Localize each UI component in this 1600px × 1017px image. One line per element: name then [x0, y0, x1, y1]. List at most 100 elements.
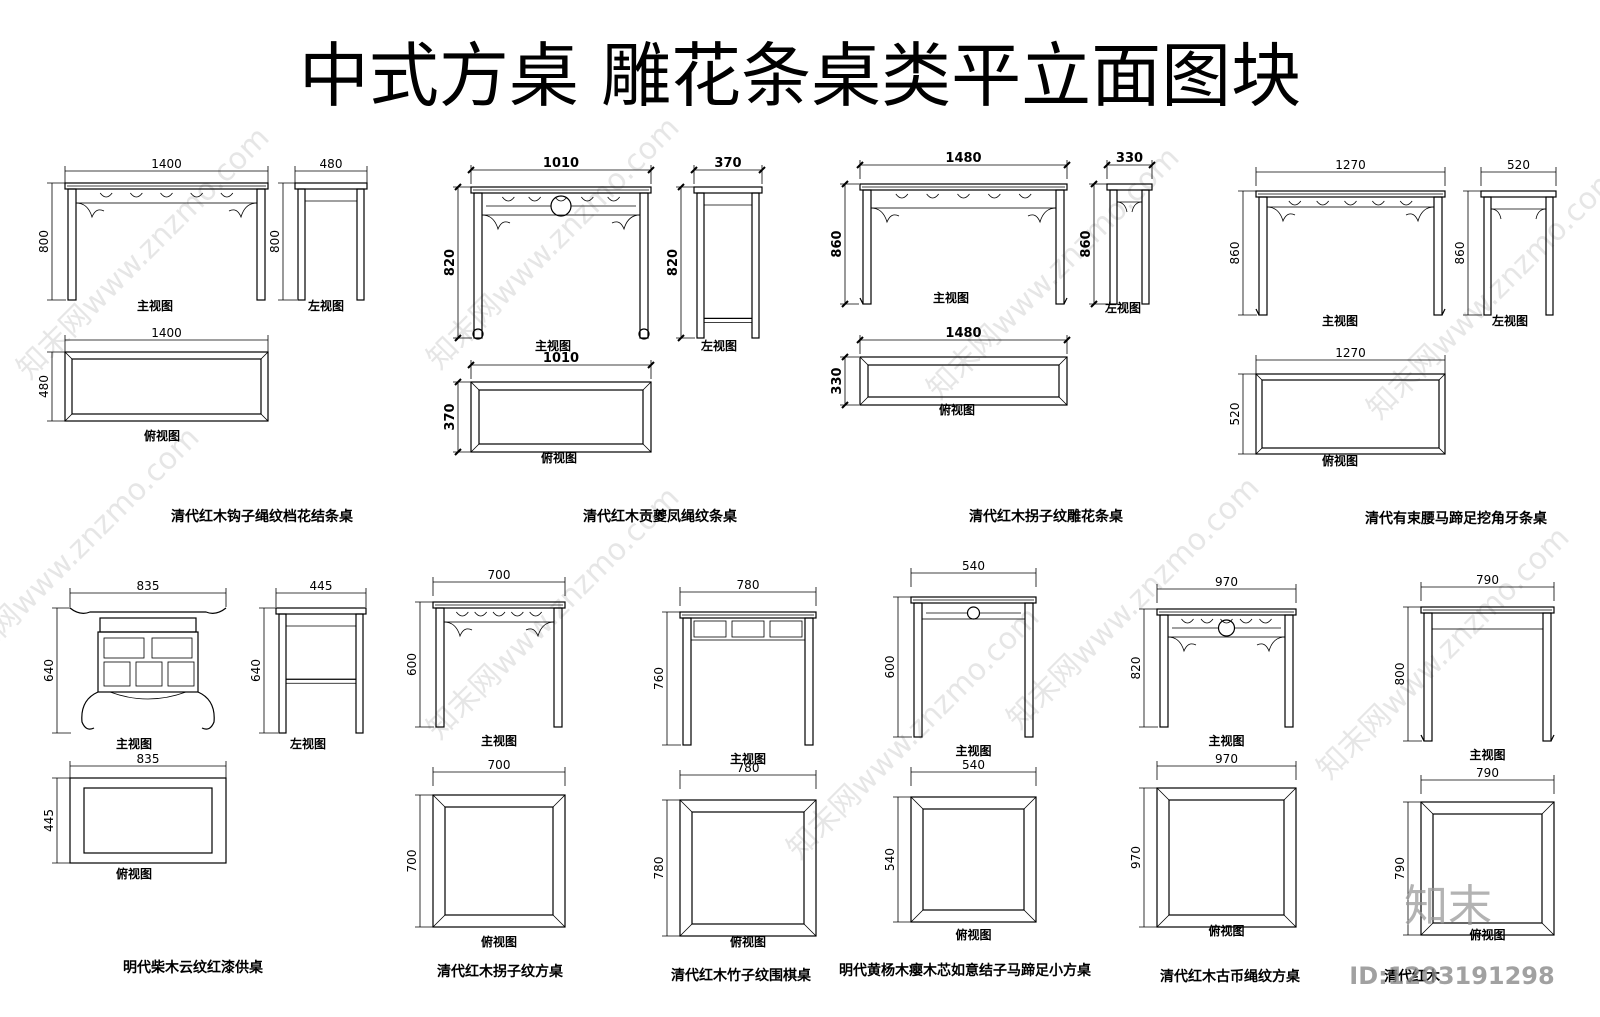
table-top — [275, 607, 367, 615]
top-view-label: 俯视图 — [1469, 927, 1505, 942]
dimension-label: 370 — [443, 403, 458, 430]
dimension-label: 860 — [1453, 242, 1467, 265]
dimension-label: 860 — [830, 230, 845, 257]
top-outer-edge — [432, 794, 566, 928]
table-leg — [1258, 196, 1268, 316]
site-watermark: 知末网www.znzmo.com — [1310, 520, 1576, 786]
table-leg — [1483, 196, 1492, 316]
dim-tick — [856, 161, 864, 169]
dimension-label: 520 — [1507, 158, 1530, 172]
dim-tick — [856, 336, 864, 344]
left-view-label: 左视图 — [307, 298, 344, 313]
miter-line — [803, 799, 817, 813]
apron-panel — [693, 620, 727, 638]
top-panel — [1168, 799, 1285, 916]
dimension-label: 330 — [1116, 151, 1143, 166]
dim-tick — [841, 353, 849, 361]
brand-watermark: 知末 — [1404, 881, 1492, 932]
apron — [99, 617, 197, 633]
front-view-label: 主视图 — [955, 743, 991, 758]
carved-spandrel — [75, 202, 258, 219]
miter-line — [1058, 396, 1068, 406]
left-view-label: 左视图 — [1491, 313, 1528, 328]
top-outer-edge — [1156, 787, 1297, 928]
top-view-label: 俯视图 — [1322, 453, 1358, 468]
miter-line — [679, 923, 693, 937]
table-caption: 清代红木拐子纹方桌 — [437, 963, 564, 980]
table-group: 1400800主视图480800左视图1400480俯视图清代红木钩子绳纹档花结… — [37, 157, 368, 525]
carving-motif — [529, 611, 542, 617]
dimension-label: 480 — [37, 375, 51, 398]
dimension-label: 700 — [488, 568, 511, 582]
table-caption: 明代黄杨木瘿木芯如意结子马蹄足小方桌 — [839, 962, 1092, 979]
carving-motif — [895, 193, 909, 199]
top-outer-edge — [470, 381, 652, 453]
table-leg — [751, 192, 760, 339]
carving-motif — [607, 196, 620, 202]
apron — [481, 192, 641, 216]
scroll-foot — [638, 328, 650, 340]
dimension-label: 330 — [830, 367, 845, 394]
dimension-label: 780 — [652, 857, 666, 880]
top-panel — [444, 806, 554, 916]
miter-line — [859, 356, 869, 366]
site-watermark: 知末网www.znzmo.com — [780, 600, 1046, 866]
table-top — [1480, 190, 1557, 198]
dimension-label: 700 — [488, 758, 511, 772]
front-view-label: 主视图 — [535, 338, 571, 353]
dimension-label: 640 — [42, 659, 56, 682]
dimension-label: 540 — [962, 559, 985, 573]
table-caption: 清代红木 — [1384, 968, 1441, 985]
dimension-label: 970 — [1215, 752, 1238, 766]
dimension-label: 820 — [666, 249, 681, 276]
miter-line — [1255, 447, 1263, 455]
table-leg — [435, 607, 445, 728]
dimension-label: 600 — [883, 656, 897, 679]
dim-tick — [758, 166, 766, 174]
dimension-label: 835 — [137, 752, 160, 766]
dimension-label: 970 — [1215, 575, 1238, 589]
miter-line — [1283, 914, 1297, 928]
dim-tick — [647, 361, 655, 369]
carving-motif — [1239, 618, 1253, 624]
table-leg — [1433, 196, 1443, 316]
dim-tick — [841, 180, 849, 188]
top-panel — [83, 787, 213, 854]
table-leg — [67, 188, 77, 301]
dimension-label: 790 — [1393, 857, 1407, 880]
table-leg — [1141, 189, 1150, 305]
table-caption: 清代红木竹子纹围棋桌 — [671, 967, 812, 984]
drawer-panel — [103, 661, 131, 687]
table-leg — [473, 192, 483, 339]
dimension-label: 1270 — [1335, 158, 1366, 172]
dimension-label: 790 — [1476, 766, 1499, 780]
table-leg — [553, 607, 563, 728]
dim-tick — [1090, 300, 1098, 308]
top-view-label: 俯视图 — [481, 934, 517, 949]
carved-spandrel — [870, 207, 1057, 224]
dim-tick — [841, 300, 849, 308]
table-leg — [639, 192, 649, 339]
dim-tick — [467, 166, 475, 174]
dimension-label: 540 — [962, 758, 985, 772]
table-leg — [1542, 612, 1552, 742]
miter-line — [1438, 373, 1446, 381]
carving-motif — [220, 192, 234, 198]
miter-line — [1420, 801, 1434, 815]
top-outer-edge — [64, 351, 269, 422]
table-leg — [355, 613, 364, 734]
apron — [1431, 612, 1544, 630]
dimension-label: 800 — [1393, 663, 1407, 686]
carved-spandrel — [481, 214, 641, 231]
miter-line — [552, 914, 566, 928]
dimension-label: 780 — [737, 761, 760, 775]
carving-motif — [456, 611, 469, 617]
drawer-panel — [135, 661, 163, 687]
table-caption: 清代有束腰马蹄足挖角牙条桌 — [1365, 510, 1548, 527]
dimension-label: 780 — [737, 578, 760, 592]
dimension-label: 1010 — [543, 156, 579, 171]
dimension-label: 1270 — [1335, 346, 1366, 360]
